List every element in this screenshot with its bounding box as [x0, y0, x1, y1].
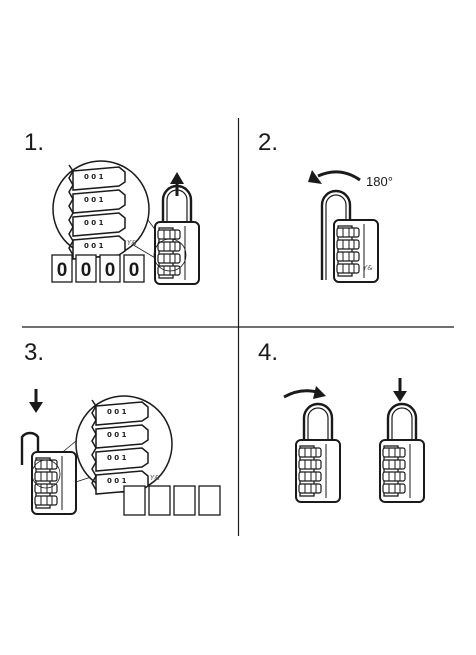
step-4-number: 4. — [258, 339, 278, 366]
step-2-illustration: 180° Y& — [308, 170, 393, 283]
svg-text:Y&: Y& — [127, 239, 137, 247]
svg-text:0 0 1: 0 0 1 — [107, 477, 127, 485]
step-1-number: 1. — [24, 129, 44, 156]
code-boxes: 0 0 0 0 — [51, 254, 145, 283]
rotation-label: 180° — [366, 174, 393, 189]
empty-code-boxes — [123, 485, 221, 516]
magnified-dials-circle: 0 0 1 0 0 1 0 0 1 0 0 1 Y& — [75, 395, 173, 495]
up-arrow-icon — [170, 172, 184, 196]
svg-text:0 0 1: 0 0 1 — [107, 454, 127, 462]
code-digit-4: 0 — [129, 260, 140, 281]
svg-text:0 0 1: 0 0 1 — [107, 431, 127, 439]
code-digit-1: 0 — [57, 260, 68, 281]
svg-text:0 0 1: 0 0 1 — [84, 196, 104, 204]
rotate-arrow-icon — [308, 170, 361, 184]
step-4-illustration — [283, 376, 425, 503]
code-digit-3: 0 — [105, 260, 116, 281]
down-arrow-icon — [27, 387, 45, 415]
press-down-arrow-icon — [391, 376, 409, 404]
padlock-shackle-returned — [295, 402, 341, 503]
svg-text:0 0 1: 0 0 1 — [84, 242, 104, 250]
rotate-back-arrow-icon — [283, 386, 326, 399]
svg-text:Y&: Y& — [363, 264, 373, 272]
padlock-open-rotated: Y& — [320, 189, 379, 283]
step-2-number: 2. — [258, 129, 278, 156]
svg-text:0 0 1: 0 0 1 — [84, 219, 104, 227]
svg-text:0 0 1: 0 0 1 — [84, 173, 104, 181]
step-3-number: 3. — [24, 339, 44, 366]
step-3-illustration: 0 0 1 0 0 1 0 0 1 0 0 1 Y& — [20, 387, 221, 516]
svg-text:0 0 1: 0 0 1 — [107, 408, 127, 416]
svg-text:Y&: Y& — [150, 474, 160, 482]
step-1-illustration: 0 0 1 0 0 1 0 0 1 0 0 1 Y& 0 0 0 0 — [51, 160, 200, 285]
padlock-locked — [379, 402, 425, 503]
padlock-open — [20, 431, 77, 515]
magnified-dials-circle: 0 0 1 0 0 1 0 0 1 0 0 1 Y& — [52, 160, 150, 260]
code-digit-2: 0 — [81, 260, 92, 281]
padlock-closed — [153, 184, 200, 285]
